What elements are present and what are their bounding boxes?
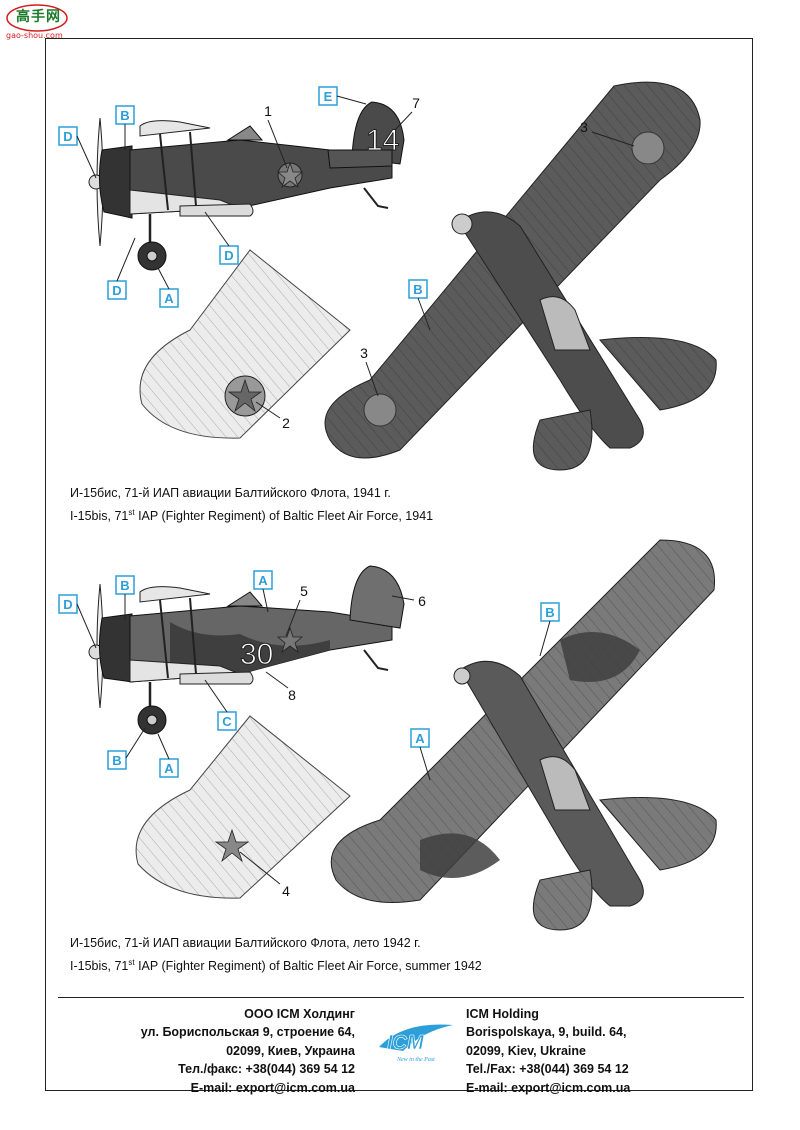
tag-D-propeller-2: D — [58, 594, 78, 614]
tag-B-cowling-1: B — [115, 105, 135, 125]
footer-phone-en: Tel./Fax: +38(044) 369 54 12 — [466, 1062, 629, 1077]
tag-D-wing-1: D — [219, 245, 239, 265]
caption-en-part: I-15bis, 71 — [70, 509, 129, 524]
tag-letter: B — [545, 605, 554, 620]
callout-number: 3 — [580, 119, 588, 135]
footer-company-en: ICM Holding — [466, 1007, 539, 1021]
tag-B-wheel-2: B — [107, 750, 127, 770]
footer-street-en: Borispolskaya, 9, build. 64, — [466, 1025, 627, 1040]
tag-letter: D — [224, 248, 233, 263]
tag-letter: D — [63, 597, 72, 612]
tag-A-fuselage-2: A — [253, 570, 273, 590]
tag-C-wing-2: C — [217, 711, 237, 731]
footer-street-ru: ул. Бориспольская 9, строение 64, — [140, 1025, 355, 1040]
tag-A-wheel-1: A — [159, 288, 179, 308]
tag-letter: B — [120, 108, 129, 123]
callout-labels: D B E D D A B 1 7 3 2 3 D B A C B A B A — [58, 86, 635, 899]
top-view-1 — [324, 81, 717, 471]
caption-en-sup: st — [128, 508, 135, 517]
callout-number: 7 — [412, 95, 420, 111]
callout-number: 5 — [300, 583, 308, 599]
tag-B-topview-1: B — [408, 279, 428, 299]
callout-number: 1 — [264, 103, 272, 119]
scheme2-caption-en: I-15bis, 71st IAP (Fighter Regiment) of … — [70, 953, 482, 976]
tag-letter: D — [63, 129, 72, 144]
footer-email-ru: E-mail: export@icm.com.ua — [190, 1080, 355, 1095]
scheme1-caption-en: I-15bis, 71st IAP (Fighter Regiment) of … — [70, 503, 433, 526]
tag-letter: A — [164, 291, 174, 306]
watermark-text: 高手网 — [16, 9, 61, 25]
caption-en-sup: st — [128, 958, 135, 967]
watermark-icon — [6, 4, 68, 32]
wing-underside-1 — [139, 249, 351, 439]
footer-email-en: E-mail: export@icm.com.ua — [466, 1080, 631, 1095]
logo-tagline: New in the Past — [396, 1057, 435, 1063]
tag-D-gear-1: D — [107, 280, 127, 300]
tag-letter: B — [413, 282, 422, 297]
tag-letter: B — [112, 753, 121, 768]
callout-number: 3 — [360, 345, 368, 361]
caption-en-part: IAP (Fighter Regiment) of Baltic Fleet A… — [134, 509, 434, 524]
scheme1-caption-ru: И-15бис, 71-й ИАП авиации Балтийского Фл… — [70, 486, 391, 500]
tag-letter: B — [120, 578, 129, 593]
wing-underside-2 — [135, 715, 351, 899]
tail-number-14: 14 — [366, 124, 399, 157]
footer-address-ru: ООО ICM Холдинг ул. Бориспольская 9, стр… — [141, 1005, 355, 1097]
footer-company-ru: ООО ICM Холдинг — [244, 1007, 355, 1021]
footer-city-en: 02099, Kiev, Ukraine — [466, 1043, 586, 1058]
tag-A-gear-2: A — [159, 758, 179, 778]
tag-letter: C — [222, 714, 232, 729]
scheme2-caption: И-15бис, 71-й ИАП авиации Балтийского Фл… — [70, 934, 482, 976]
footer-city-ru: 02099, Киев, Украина — [226, 1043, 355, 1058]
callout-number: 6 — [418, 593, 426, 609]
tag-B-cowling-2: B — [115, 575, 135, 595]
side-view-1: 14 — [88, 101, 405, 271]
logo-text: ICM — [387, 1032, 425, 1054]
scheme1-caption: И-15бис, 71-й ИАП авиации Балтийского Фл… — [70, 484, 433, 526]
footer-divider — [58, 997, 744, 998]
top-view-2 — [330, 539, 717, 931]
watermark-logo: 高手网 gao-shou.com — [4, 4, 70, 40]
tag-letter: A — [415, 731, 425, 746]
footer-phone-ru: Тел./факс: +38(044) 369 54 12 — [178, 1062, 355, 1077]
icm-logo: ICM New in the Past — [379, 1024, 453, 1063]
caption-en-part: IAP (Fighter Regiment) of Baltic Fleet A… — [134, 959, 482, 974]
page-frame — [45, 38, 753, 1091]
tag-letter: E — [324, 89, 333, 104]
fuselage-number-30: 30 — [240, 638, 273, 671]
tag-B-topview-2: B — [540, 602, 560, 622]
footer-address-en: ICM Holding Borispolskaya, 9, build. 64,… — [466, 1005, 630, 1097]
callout-number: 2 — [282, 415, 290, 431]
tag-letter: D — [112, 283, 121, 298]
tag-A-topview-2: A — [410, 728, 430, 748]
watermark-subtext: gao-shou.com — [6, 31, 63, 40]
caption-en-part: I-15bis, 71 — [70, 959, 129, 974]
callout-number: 4 — [282, 883, 290, 899]
tag-D-propeller-1: D — [58, 126, 78, 146]
tag-letter: A — [258, 573, 268, 588]
side-view-2: 30 — [88, 565, 405, 735]
tag-letter: A — [164, 761, 174, 776]
callout-number: 8 — [288, 687, 296, 703]
tag-E-tail-1: E — [318, 86, 338, 106]
scheme2-caption-ru: И-15бис, 71-й ИАП авиации Балтийского Фл… — [70, 936, 421, 950]
